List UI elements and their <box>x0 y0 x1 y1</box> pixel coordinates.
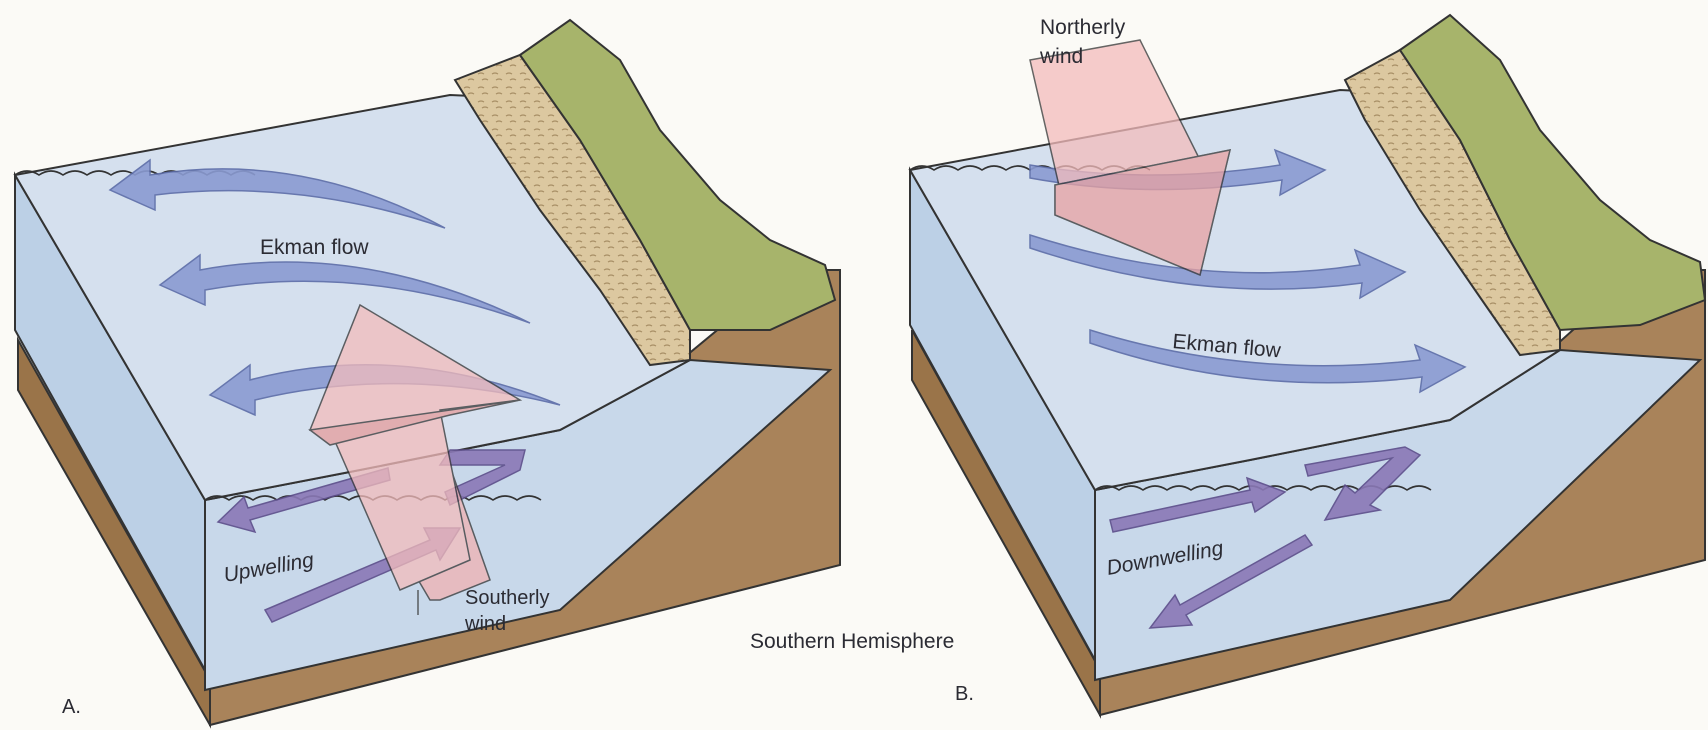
panel-label-a: A. <box>62 696 81 718</box>
hemisphere-caption: Southern Hemisphere <box>750 630 954 653</box>
wind-label-line2: wind <box>464 613 506 635</box>
wind-label-line1: Northerly <box>1040 16 1126 39</box>
wind-label-line2: wind <box>1039 45 1083 68</box>
panel-b: Northerly wind Ekman flow Downwelling B. <box>910 15 1705 715</box>
ekman-flow-label: Ekman flow <box>260 236 369 259</box>
wind-label-line1: Southerly <box>465 587 550 609</box>
panel-label-b: B. <box>955 683 974 705</box>
panel-a: Ekman flow Upwelling Southerly wind A. <box>15 20 840 725</box>
